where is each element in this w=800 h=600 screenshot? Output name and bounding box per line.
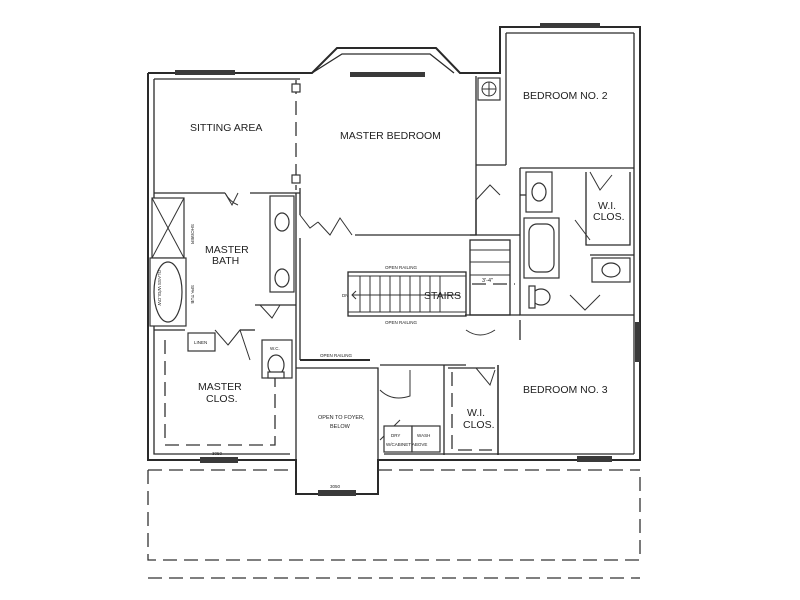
note-dim-stairs: 3'-4"	[482, 278, 493, 284]
room-label-master-clos-line1: MASTER	[198, 381, 242, 393]
room-label-master-bath-line2: BATH	[212, 255, 239, 267]
windows	[175, 23, 640, 496]
room-label-wi-clos-upper-line1: W.I.	[598, 200, 616, 212]
room-label-wi-clos-lower-line1: W.I.	[467, 407, 485, 419]
note-win-master-clos: 3050	[212, 451, 223, 456]
note-dry: DRY	[391, 433, 400, 438]
room-label-bedroom-3: BEDROOM NO. 3	[523, 384, 608, 396]
note-spa-tub: SPA TUB	[190, 285, 195, 304]
interior-walls	[154, 76, 634, 460]
porch-outline	[147, 469, 641, 579]
note-glass-window: GLASS W/GLOW	[157, 270, 162, 306]
room-label-sitting-area: SITTING AREA	[190, 122, 262, 134]
door-swings	[214, 171, 613, 441]
note-linen: LINEN	[194, 340, 207, 345]
note-wc: W.C.	[270, 346, 280, 351]
note-open-railing-bottom: OPEN RAILING	[385, 320, 418, 325]
room-label-wi-clos-lower-line2: CLOS.	[463, 419, 495, 431]
stairs	[347, 239, 515, 317]
room-label-master-clos-line2: CLOS.	[206, 393, 238, 405]
room-label-stairs: STAIRS	[424, 290, 461, 302]
room-label-bedroom-2: BEDROOM NO. 2	[523, 90, 608, 102]
room-label-open-foyer-line1: OPEN TO FOYER,	[318, 415, 365, 421]
room-label-master-bath-line1: MASTER	[205, 244, 249, 256]
note-cabinet-above: W/CABINET ABOVE	[386, 442, 427, 447]
room-label-master-bedroom: MASTER BEDROOM	[340, 130, 441, 142]
note-wash: WASH	[417, 433, 430, 438]
note-open-railing-left: OPEN RAILING	[320, 353, 353, 358]
room-label-open-foyer-line2: BELOW	[330, 424, 351, 430]
note-win-foyer: 3050	[330, 484, 341, 489]
note-shower: SHOWER	[190, 224, 195, 245]
note-open-railing-top: OPEN RAILING	[385, 265, 418, 270]
fixtures	[149, 77, 631, 453]
note-dn: DN	[342, 293, 349, 298]
room-label-wi-clos-upper-line2: CLOS.	[593, 211, 625, 223]
